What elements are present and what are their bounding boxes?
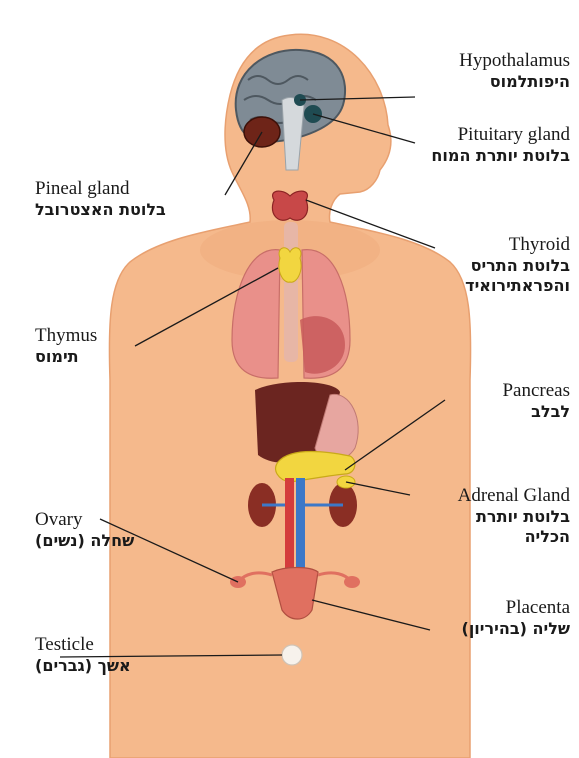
thyroid-he-line1: בלוטת התריס	[430, 256, 570, 276]
pineal-en: Pineal gland	[35, 178, 215, 200]
thymus-en: Thymus	[35, 325, 145, 347]
pancreas-en: Pancreas	[455, 380, 570, 402]
testicle-en: Testicle	[35, 634, 175, 656]
thyroid	[272, 191, 307, 220]
placenta-en: Placenta	[420, 597, 570, 619]
label-thymus: Thymus תימוס	[35, 325, 145, 367]
pituitary-he: בלוטת יותרת המוח	[400, 146, 570, 166]
testicle	[282, 645, 302, 665]
thymus	[279, 248, 301, 282]
pituitary-en: Pituitary gland	[400, 124, 570, 146]
ovary-en: Ovary	[35, 509, 175, 531]
thyroid-he-line2: והפראתירואיד	[430, 276, 570, 296]
pancreas-he: לבלב	[455, 402, 570, 422]
thyroid-en: Thyroid	[430, 234, 570, 256]
testicle-he: אשך (גברים)	[35, 656, 175, 676]
thymus-he: תימוס	[35, 347, 145, 367]
label-adrenal: Adrenal Gland בלוטת יותרת הכליה	[410, 485, 570, 547]
label-pineal: Pineal gland בלוטת האצטרובל	[35, 178, 215, 220]
ovary-he: שחלה (נשים)	[35, 531, 175, 551]
adrenal-he-line2: הכליה	[410, 527, 570, 547]
adrenal-he-line1: בלוטת יותרת	[410, 507, 570, 527]
label-hypothalamus: Hypothalamus היפותלמוס	[415, 50, 570, 92]
label-pancreas: Pancreas לבלב	[455, 380, 570, 422]
hypothalamus-he: היפותלמוס	[415, 72, 570, 92]
hypothalamus-en: Hypothalamus	[415, 50, 570, 72]
placenta-he: שליה (בהיריון)	[420, 619, 570, 639]
label-thyroid: Thyroid בלוטת התריס והפראתירואיד	[430, 234, 570, 296]
label-placenta: Placenta שליה (בהיריון)	[420, 597, 570, 639]
label-pituitary: Pituitary gland בלוטת יותרת המוח	[400, 124, 570, 166]
label-ovary: Ovary שחלה (נשים)	[35, 509, 175, 551]
adrenal-en: Adrenal Gland	[410, 485, 570, 507]
label-testicle: Testicle אשך (גברים)	[35, 634, 175, 676]
pineal-he: בלוטת האצטרובל	[35, 200, 215, 220]
ovary-right	[344, 576, 360, 588]
